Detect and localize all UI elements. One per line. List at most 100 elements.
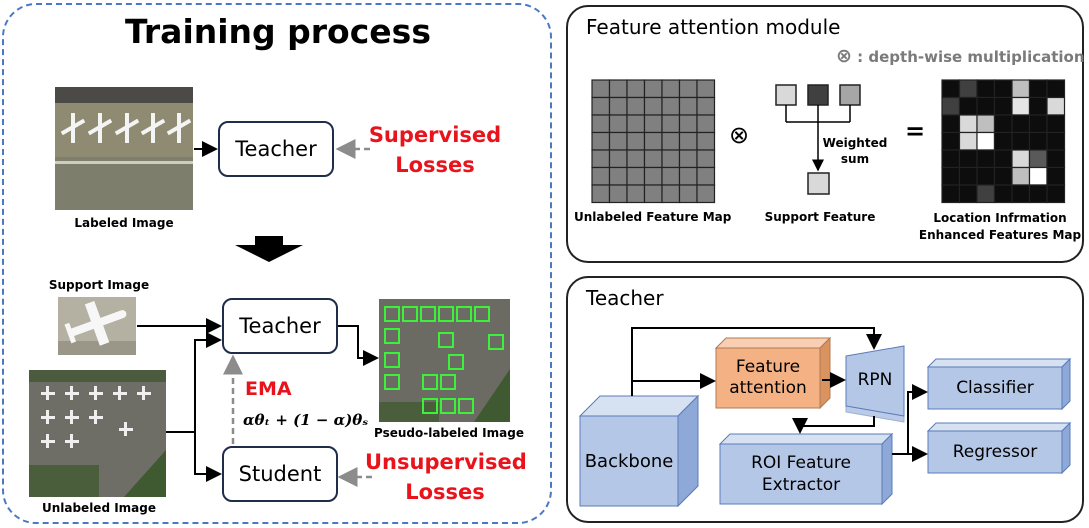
- grid-cell: [993, 149, 1013, 169]
- supervised-losses-line2: Losses: [395, 153, 475, 177]
- grid-cell: [643, 166, 663, 186]
- roi-block: [718, 432, 894, 506]
- grid-cell: [696, 166, 716, 186]
- grid-cell: [626, 79, 646, 99]
- grid-cell: [958, 149, 978, 169]
- pseudo-labeled-caption: Pseudo-labeled Image: [374, 426, 524, 440]
- grid-cell: [696, 149, 716, 169]
- grid-cell: [696, 79, 716, 99]
- labeled-image-caption: Labeled Image: [74, 216, 174, 230]
- grid-cell: [696, 96, 716, 116]
- enhanced-feature-map-caption: Location Infrmation Enhanced Features Ma…: [918, 210, 1082, 244]
- grid-cell: [976, 149, 996, 169]
- grid-cell: [958, 96, 978, 116]
- unlabeled-feature-grid: [591, 79, 716, 204]
- multiply-operator: ⊗: [728, 121, 750, 149]
- legend-text: : depth-wise multiplication: [857, 48, 1085, 66]
- grid-cell: [678, 149, 698, 169]
- grid-cell: [608, 131, 628, 151]
- roi-line1: ROI Feature: [751, 453, 851, 473]
- grid-cell: [643, 96, 663, 116]
- grid-cell: [958, 131, 978, 151]
- equals-operator: =: [904, 117, 926, 145]
- arrow-roi-to-heads: [892, 384, 928, 455]
- grid-cell: [993, 96, 1013, 116]
- grid-cell: [608, 114, 628, 134]
- teacher-arch-diagram: [578, 327, 1072, 508]
- grid-cell: [591, 184, 611, 204]
- ema-formula: αθₜ + (1 − α)θₛ: [243, 411, 369, 429]
- enhanced-caption-line1: Location Infrmation: [933, 211, 1067, 225]
- grid-cell: [941, 131, 961, 151]
- grid-cell: [643, 114, 663, 134]
- grid-cell: [1046, 166, 1066, 186]
- grid-cell: [1046, 131, 1066, 151]
- grid-cell: [958, 79, 978, 99]
- arrow-backbone-to-rpn: [631, 327, 882, 396]
- training-arrows: [137, 139, 379, 487]
- enhanced-caption-line2: Enhanced Features Map: [918, 228, 1082, 242]
- training-process-panel: [2, 3, 552, 524]
- supervised-losses-line1: Supervised: [368, 123, 502, 147]
- grid-cell: [976, 166, 996, 186]
- grid-cell: [696, 184, 716, 204]
- grid-cell: [976, 96, 996, 116]
- grid-cell: [1028, 166, 1048, 186]
- grid-cell: [661, 79, 681, 99]
- grid-cell: [993, 114, 1013, 134]
- arrow-rpn-to-roi: [792, 416, 875, 434]
- grid-cell: [626, 166, 646, 186]
- grid-cell: [661, 184, 681, 204]
- grid-cell: [591, 79, 611, 99]
- feature-attention-label: Feature attention: [716, 348, 820, 408]
- weighted-sum-line1: Weighted: [822, 136, 888, 150]
- grid-cell: [1011, 149, 1031, 169]
- grid-cell: [643, 79, 663, 99]
- legend-symbol: ⊗: [836, 45, 852, 67]
- grid-cell: [661, 149, 681, 169]
- feature-attention-panel: [566, 5, 1084, 263]
- enhanced-feature-grid: [941, 79, 1066, 204]
- grid-cell: [591, 114, 611, 134]
- grid-cell: [678, 166, 698, 186]
- support-image-caption: Support Image: [48, 278, 150, 292]
- grid-cell: [941, 114, 961, 134]
- grid-cell: [993, 166, 1013, 186]
- support-feature: [775, 84, 861, 195]
- support-square-light: [775, 84, 797, 106]
- grid-cell: [976, 114, 996, 134]
- feature-attention-line2: attention: [729, 378, 807, 398]
- grid-cell: [1011, 184, 1031, 204]
- grid-cell: [643, 184, 663, 204]
- grid-cell: [591, 96, 611, 116]
- grid-cell: [976, 131, 996, 151]
- unlabeled-image: [29, 370, 166, 497]
- unsupervised-losses: Unsupervised Losses: [365, 447, 527, 507]
- supervised-losses: Supervised Losses: [365, 120, 505, 180]
- teacher-node-mid: Teacher: [222, 298, 338, 354]
- big-down-arrow: [235, 236, 303, 262]
- grid-cell: [591, 131, 611, 151]
- grid-cell: [1028, 131, 1048, 151]
- grid-cell: [1046, 149, 1066, 169]
- grid-cell: [626, 131, 646, 151]
- weighted-sum-line2: sum: [840, 152, 870, 166]
- grid-cell: [1028, 114, 1048, 134]
- unsupervised-losses-line2: Losses: [405, 480, 485, 504]
- unlabeled-image-caption: Unlabeled Image: [41, 501, 157, 515]
- feature-attention-line1: Feature: [735, 357, 801, 377]
- grid-cell: [661, 131, 681, 151]
- grid-cell: [696, 131, 716, 151]
- weighted-sum-label: Weighted sum: [820, 135, 890, 167]
- feature-attention-title: Feature attention module: [586, 15, 841, 39]
- feature-attention-block: [714, 336, 832, 410]
- grid-cell: [678, 131, 698, 151]
- grid-cell: [1028, 79, 1048, 99]
- grid-cell: [1046, 79, 1066, 99]
- grid-cell: [1028, 149, 1048, 169]
- teacher-arch-title: Teacher: [586, 286, 664, 310]
- grid-cell: [941, 96, 961, 116]
- labeled-image: [55, 87, 193, 210]
- rpn-label: RPN: [857, 370, 893, 390]
- student-node: Student: [222, 446, 338, 502]
